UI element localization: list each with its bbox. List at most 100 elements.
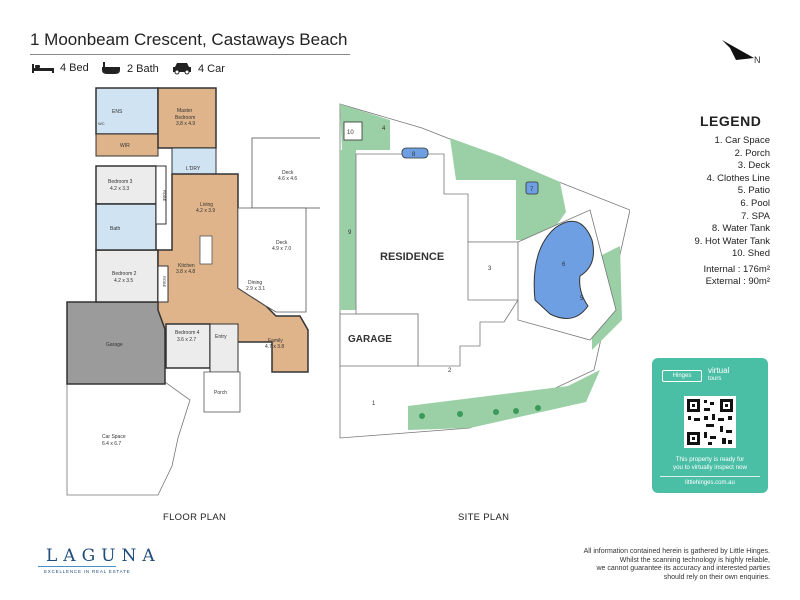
legend-item: 8. Water Tank <box>711 223 770 235</box>
room-dims-bedroom-3: 4.2 x 3.3 <box>110 186 129 192</box>
site-plan: RESIDENCE GARAGE 1 2 3 4 5 6 7 8 9 10 <box>339 103 630 439</box>
deck-lower-area <box>237 207 307 313</box>
room-dims-deck-upper: 4.6 x 4.6 <box>278 176 297 182</box>
virtual-tour-card[interactable]: Hinges virtual tours This property is re… <box>652 358 768 493</box>
marker-1: 1 <box>372 401 376 407</box>
disclaimer-line: should rely on their own enquiries. <box>663 573 770 581</box>
legend-item: 7. SPA <box>741 210 770 222</box>
qr-code-icon[interactable] <box>684 396 736 448</box>
qr-url-link[interactable]: littlehinges.com.au <box>685 480 735 486</box>
ensuite-area <box>95 87 159 135</box>
compass: N <box>722 40 761 65</box>
laguna-tagline: EXCELLENCE IN REAL ESTATE <box>44 569 131 574</box>
qr-divider <box>660 476 760 477</box>
qr-text-line-1: This property is ready for <box>675 456 745 463</box>
marker-9: 9 <box>348 230 352 236</box>
legend-item: 5. Patio <box>737 185 770 197</box>
room-dims-bedroom-4: 3.6 x 2.7 <box>177 337 196 343</box>
marker-3: 3 <box>488 266 492 272</box>
feature-bath: 2 Bath <box>101 62 159 75</box>
feature-car-label: 4 Car <box>198 62 225 75</box>
marker-7: 7 <box>530 187 534 193</box>
room-label-bath: Bath <box>110 226 121 232</box>
external-area: External : 90m² <box>705 276 770 287</box>
disclaimer-line: Whilst the scanning technology is highly… <box>619 556 770 564</box>
car-icon <box>173 63 191 75</box>
legend-list: 1. Car Space 2. Porch 3. Deck 4. Clothes… <box>694 135 770 261</box>
virtual-label: virtual <box>708 366 730 375</box>
legend-item: 3. Deck <box>737 160 770 172</box>
disclaimer-line: we cannot guarantee its accuracy and int… <box>596 565 770 572</box>
marker-2: 2 <box>448 368 452 374</box>
floor-plan-caption: FLOOR PLAN <box>163 512 227 523</box>
grass-south <box>408 370 600 430</box>
feature-car: 4 Car <box>172 62 225 75</box>
feature-bath-label: 2 Bath <box>127 62 159 75</box>
laguna-logo: LAGUNA <box>46 546 161 566</box>
legend-item: 6. Pool <box>740 197 770 209</box>
garage-label: GARAGE <box>348 334 392 345</box>
room-label-living: Living <box>200 202 213 208</box>
shed-shape <box>343 121 363 141</box>
room-label-entry: Entry <box>215 334 227 340</box>
feature-bed-label: 4 Bed <box>60 62 89 74</box>
tree-icon <box>457 411 463 417</box>
room-label-family: Family <box>268 338 283 344</box>
room-label-robe-2: ROBE <box>162 276 167 288</box>
logo-rule <box>38 566 116 567</box>
room-dims-master: 3.8 x 4.9 <box>176 121 195 127</box>
car-space-area <box>66 381 191 496</box>
deck-footprint <box>467 241 519 301</box>
internal-area: Internal : 176m² <box>703 264 770 275</box>
kitchen-island <box>199 235 213 265</box>
room-label-robe-3: ROBE <box>162 190 167 202</box>
room-dims-dining: 2.9 x 3.1 <box>246 286 265 292</box>
tree-icon <box>535 405 541 411</box>
disclaimer-line: All information contained herein is gath… <box>583 548 770 555</box>
room-label-car-space: Car Space <box>102 434 126 440</box>
room-dims-kitchen: 3.8 x 4.8 <box>176 269 195 275</box>
bedroom-2-area <box>95 249 159 303</box>
tours-label: tours <box>708 376 722 382</box>
room-label-master-2: Bedroom <box>175 115 195 121</box>
robe-3-area <box>155 165 167 225</box>
entry-area <box>209 323 239 373</box>
bedroom-4-area <box>165 323 211 369</box>
water-tank-shape <box>401 147 429 159</box>
floor-plan: ENS Master Bedroom 3.8 x 4.9 WIR WC L'DR… <box>66 87 320 496</box>
page-title: 1 Moonbeam Crescent, Castaways Beach <box>30 30 348 49</box>
bed-icon <box>32 64 54 73</box>
room-dims-family: 4.7 x 3.8 <box>265 344 284 350</box>
bedroom-3-area <box>95 165 157 205</box>
legend-item: 10. Shed <box>731 248 770 260</box>
marker-10: 10 <box>347 130 354 136</box>
room-dims-living: 4.2 x 3.9 <box>196 208 215 214</box>
room-label-ens: ENS <box>112 109 123 115</box>
room-label-wc: WC <box>98 121 105 126</box>
room-label-garage: Garage <box>106 342 123 348</box>
room-label-deck-upper: Deck <box>282 170 294 176</box>
tree-icon <box>513 408 519 414</box>
marker-5: 5 <box>580 296 584 302</box>
room-dims-car-space: 6.4 x 6.7 <box>102 441 121 447</box>
compass-north-label: N <box>754 55 761 65</box>
grass-west <box>340 150 356 310</box>
residence-label: RESIDENCE <box>380 251 444 263</box>
marker-6: 6 <box>562 262 566 268</box>
bath-icon <box>102 62 120 74</box>
room-label-wir: WIR <box>120 143 130 149</box>
hinges-badge: Hinges <box>662 370 702 382</box>
feature-bed: 4 Bed <box>32 62 89 74</box>
qr-text-line-2: you to virtually inspect now <box>673 464 747 471</box>
room-dims-bedroom-2: 4.2 x 3.5 <box>114 278 133 284</box>
spa-shape <box>525 181 539 195</box>
bath-area <box>95 203 157 251</box>
laundry-area <box>171 147 217 175</box>
grass-east-top <box>450 138 566 240</box>
master-bedroom-area <box>157 87 217 149</box>
pool-shape <box>533 220 594 319</box>
robe-2-area <box>157 265 169 303</box>
room-label-master: Master <box>177 108 193 114</box>
room-label-bedroom-2: Bedroom 2 <box>112 271 137 277</box>
legend-item: 4. Clothes Line <box>706 172 770 184</box>
